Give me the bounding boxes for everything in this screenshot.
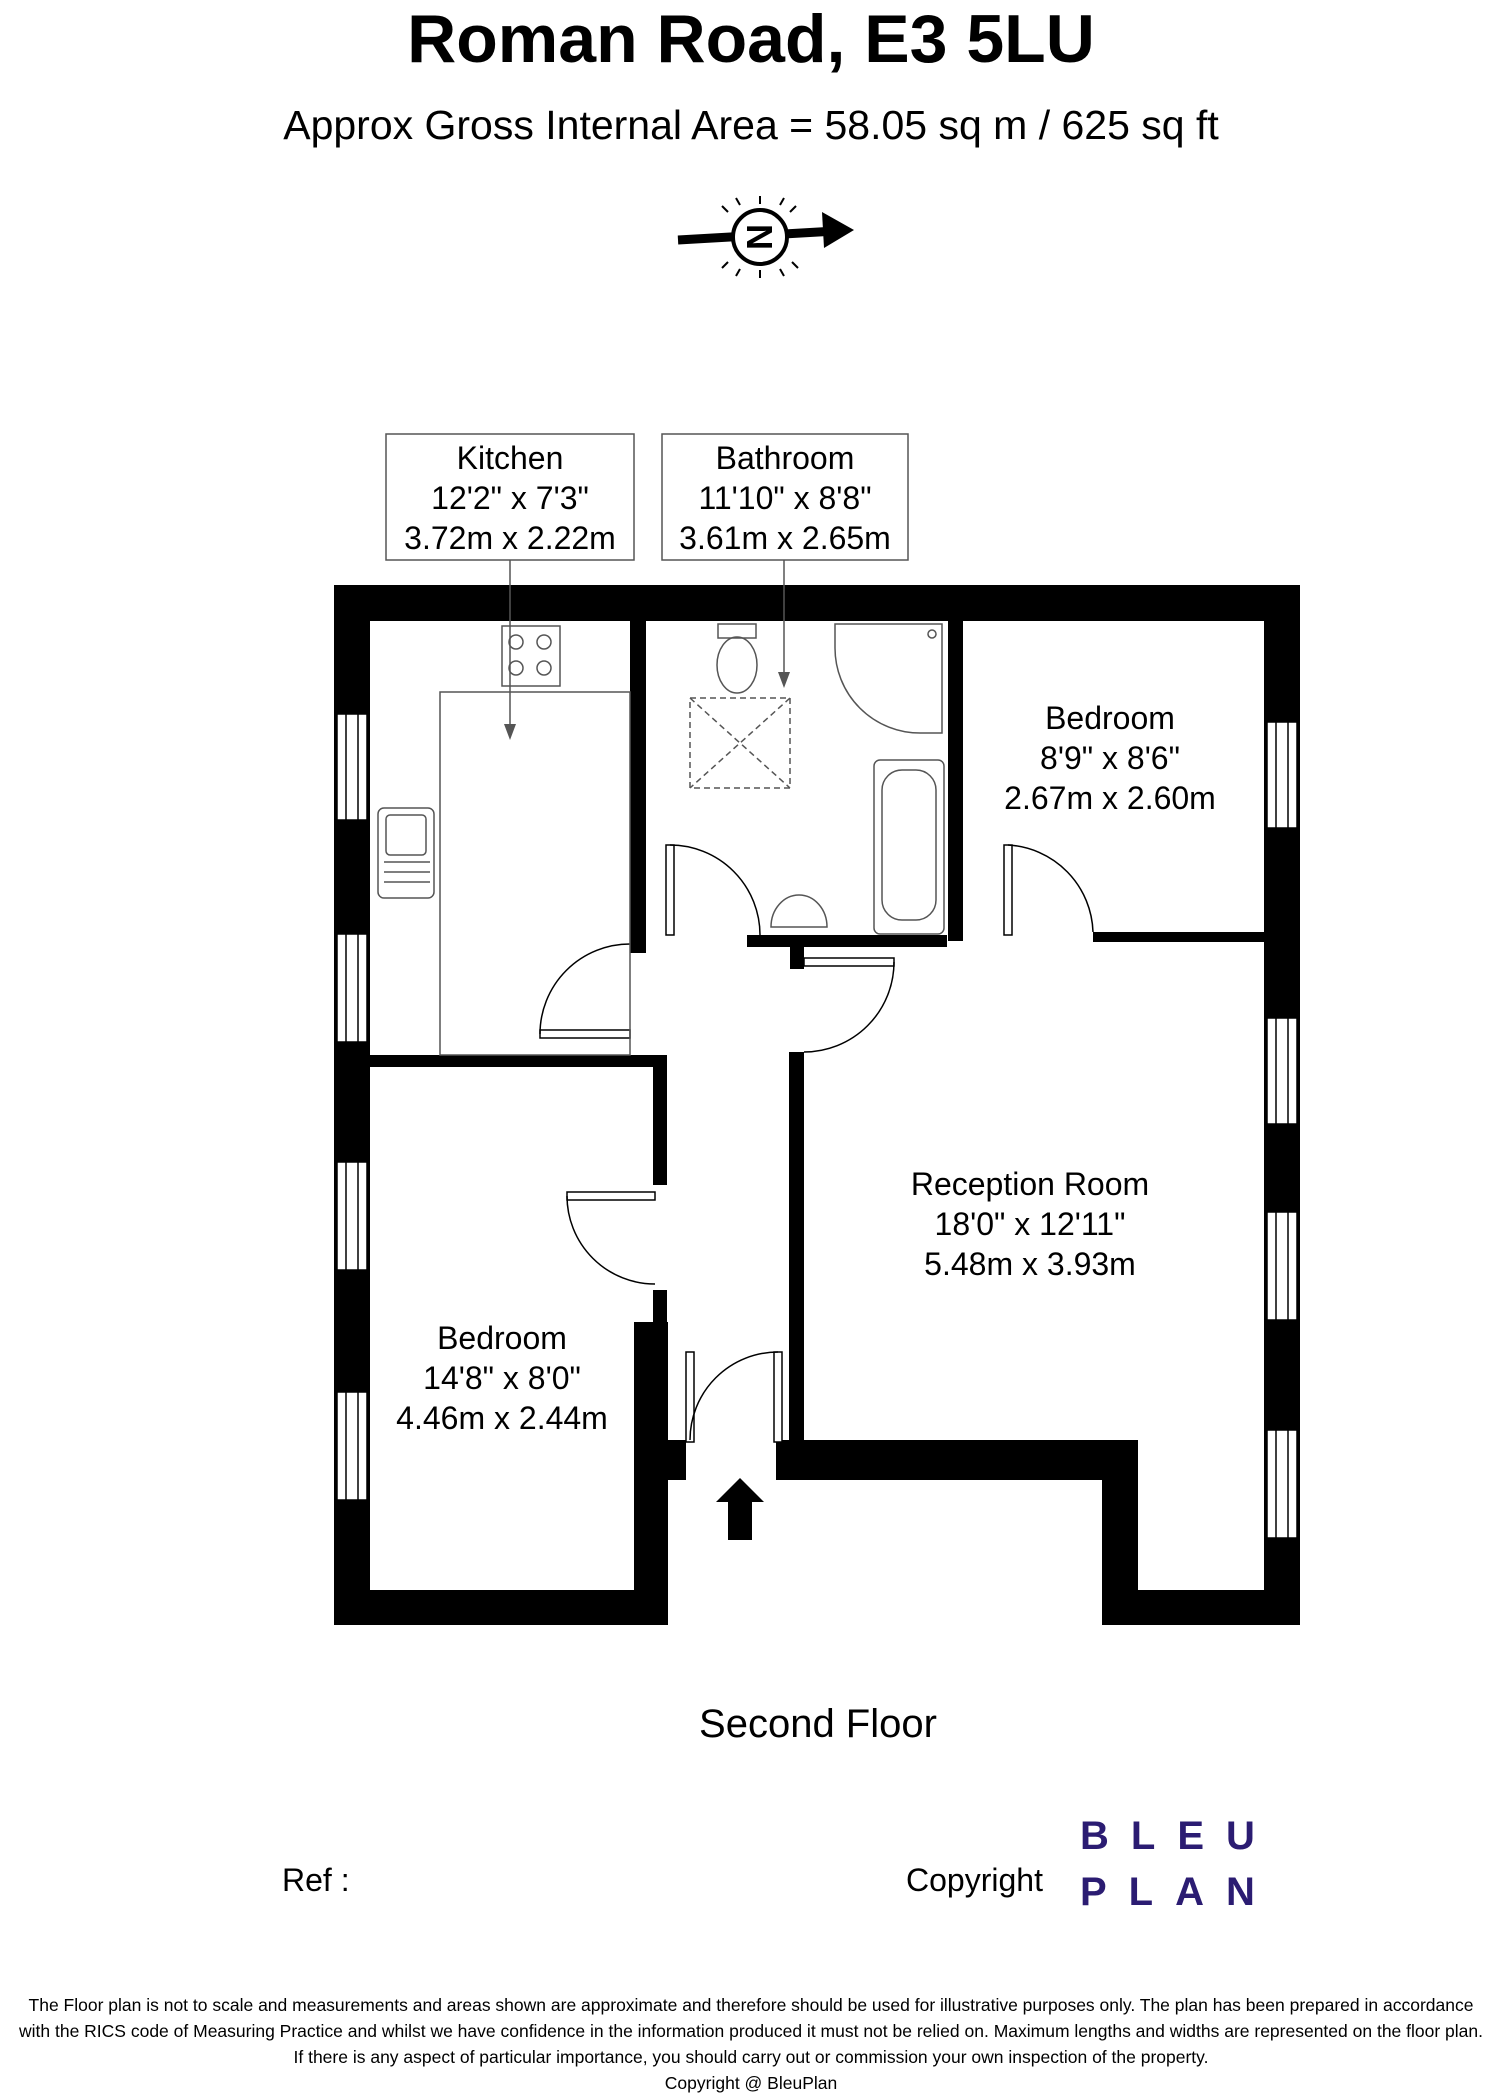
entrance-arrow-icon [716,1478,764,1540]
bathroom-label: Bathroom 11'10" x 8'8" 3.61m x 2.65m [662,438,908,558]
bath-icon [873,759,945,935]
basin-icon [770,894,828,928]
brand-line-2: PLAN [1080,1870,1277,1914]
page-title: Roman Road, E3 5LU [407,1,1095,77]
doors [539,844,1094,1443]
shower-icon [834,623,943,734]
toilet-icon [717,623,757,639]
bedroom-large-name: Bedroom [437,1320,567,1356]
bedroom-small-label: Bedroom 8'9" x 8'6" 2.67m x 2.60m [980,698,1240,818]
bedroom-large-label: Bedroom 14'8" x 8'0" 4.46m x 2.44m [372,1318,632,1438]
label-boxes [385,433,909,728]
reception-metric: 5.48m x 3.93m [924,1246,1136,1282]
disclaimer-line-2: with the RICS code of Measuring Practice… [19,2021,1483,2041]
kitchen-label: Kitchen 12'2" x 7'3" 3.72m x 2.22m [386,438,634,558]
bathroom-imperial: 11'10" x 8'8" [698,480,872,516]
disclaimer-line-4: Copyright @ BleuPlan [664,2073,838,2093]
kitchen-metric: 3.72m x 2.22m [404,520,616,556]
windows [336,713,1298,1539]
floor-plan: N [334,196,1300,1625]
brand-logo: BLEU PLAN [1080,1808,1277,1920]
bathroom-name: Bathroom [715,440,855,476]
reception-label: Reception Room 18'0" x 12'11" 5.48m x 3.… [880,1164,1180,1284]
disclaimer: The Floor plan is not to scale and measu… [0,1992,1502,2096]
ref-label: Ref : [282,1862,350,1898]
brand-line-1: BLEU [1080,1814,1277,1858]
bedroom-small-metric: 2.67m x 2.60m [1004,780,1216,816]
kitchen-name: Kitchen [456,440,564,476]
bathroom-fixtures [689,623,945,935]
reception-name: Reception Room [910,1166,1150,1202]
floor-label: Second Floor [699,1702,937,1746]
north-compass-icon: N [677,196,854,278]
bathroom-metric: 3.61m x 2.65m [679,520,891,556]
copyright-label: Copyright [906,1862,1043,1898]
disclaimer-line-1: The Floor plan is not to scale and measu… [28,1995,1474,2015]
bedroom-small-name: Bedroom [1045,700,1175,736]
bedroom-small-imperial: 8'9" x 8'6" [1040,740,1180,776]
reception-imperial: 18'0" x 12'11" [934,1206,1126,1242]
hob-icon [501,625,561,687]
bedroom-large-metric: 4.46m x 2.44m [396,1400,608,1436]
bedroom-large-imperial: 14'8" x 8'0" [423,1360,581,1396]
kitchen-fixtures [377,625,631,1056]
sink-icon [377,807,435,899]
compass-letter: N [739,224,780,250]
area-summary: Approx Gross Internal Area = 58.05 sq m … [283,102,1219,148]
kitchen-imperial: 12'2" x 7'3" [431,480,589,516]
